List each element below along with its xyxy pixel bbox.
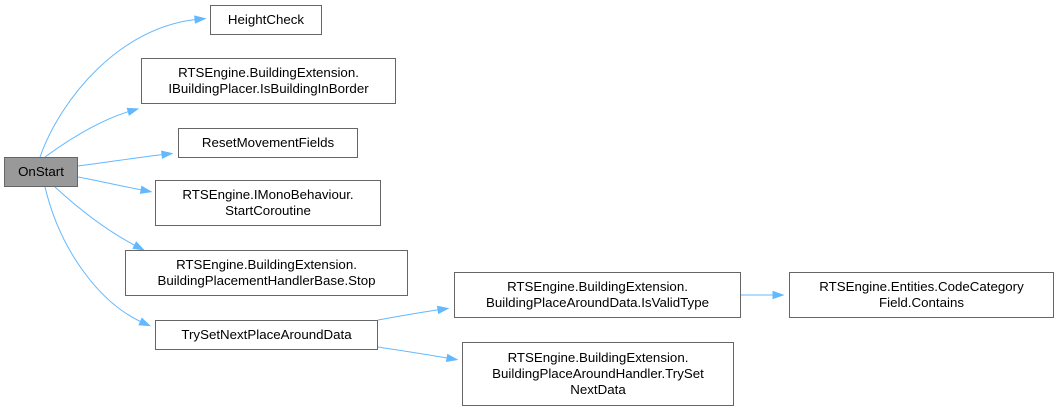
node-trysetnextplacearounddata[interactable]: TrySetNextPlaceAroundData	[155, 320, 378, 350]
arrowhead-onstart-to-trysetnextplacearounddata	[138, 317, 152, 327]
edge-trysetnextplacearounddata-to-isvalidtype	[377, 308, 445, 321]
node-trysetnextdata-line-1: RTSEngine.BuildingExtension.	[507, 350, 689, 365]
node-heightcheck-label: HeightCheck	[227, 12, 305, 27]
arrowhead-trysetnextplacearounddata-to-isvalidtype	[436, 305, 450, 315]
arrowhead-onstart-to-startcoroutine	[139, 185, 153, 194]
arrowhead-onstart-to-resetmovementfields	[161, 150, 174, 159]
arrowhead-trysetnextplacearounddata-to-trysetnextdata	[445, 353, 459, 363]
node-isbuildinginborder-line-1: RTSEngine.BuildingExtension.	[178, 65, 359, 80]
node-heightcheck[interactable]: HeightCheck	[210, 5, 322, 35]
arrowhead-isvalidtype-to-contains	[772, 290, 785, 300]
node-contains-line-1: RTSEngine.Entities.CodeCategory	[819, 279, 1024, 294]
node-isbuildinginborder[interactable]: RTSEngine.BuildingExtension. IBuildingPl…	[141, 58, 396, 104]
node-trysetnextdata[interactable]: RTSEngine.BuildingExtension. BuildingPla…	[462, 342, 734, 406]
arrowhead-onstart-to-isbuildinginborder	[126, 107, 140, 116]
node-onstart[interactable]: OnStart	[4, 157, 78, 187]
node-contains-line-2: Field.Contains	[879, 295, 964, 310]
edge-trysetnextplacearounddata-to-trysetnextdata	[377, 346, 454, 360]
node-stop-line-2: BuildingPlacementHandlerBase.Stop	[157, 273, 376, 288]
node-isvalidtype-line-1: RTSEngine.BuildingExtension.	[507, 279, 688, 294]
arrowhead-onstart-to-stop	[132, 241, 145, 251]
node-isvalidtype-line-2: BuildingPlaceAroundData.IsValidType	[486, 295, 709, 310]
edge-onstart-to-trysetnextplacearounddata	[44, 186, 147, 325]
edge-onstart-to-resetmovementfields	[77, 153, 169, 167]
node-stop[interactable]: RTSEngine.BuildingExtension. BuildingPla…	[125, 250, 408, 296]
node-startcoroutine[interactable]: RTSEngine.IMonoBehaviour. StartCoroutine	[155, 180, 381, 226]
edge-onstart-to-heightcheck	[39, 18, 202, 158]
edge-onstart-to-startcoroutine	[77, 176, 148, 192]
node-startcoroutine-line-2: StartCoroutine	[225, 203, 311, 218]
edge-onstart-to-isbuildinginborder	[44, 109, 135, 158]
node-contains[interactable]: RTSEngine.Entities.CodeCategory Field.Co…	[789, 272, 1054, 318]
node-resetmovementfields[interactable]: ResetMovementFields	[178, 128, 358, 158]
node-isvalidtype[interactable]: RTSEngine.BuildingExtension. BuildingPla…	[454, 272, 741, 318]
node-trysetnextplacearounddata-label: TrySetNextPlaceAroundData	[181, 327, 352, 342]
node-trysetnextdata-line-2: BuildingPlaceAroundHandler.TrySet	[492, 366, 704, 381]
edge-onstart-to-stop	[54, 186, 141, 249]
node-isbuildinginborder-line-2: IBuildingPlacer.IsBuildingInBorder	[168, 81, 369, 96]
node-onstart-label: OnStart	[18, 164, 64, 179]
node-resetmovementfields-label: ResetMovementFields	[201, 135, 335, 150]
node-startcoroutine-line-1: RTSEngine.IMonoBehaviour.	[182, 187, 354, 202]
node-stop-line-1: RTSEngine.BuildingExtension.	[176, 257, 357, 272]
arrowhead-onstart-to-heightcheck	[194, 15, 207, 24]
node-trysetnextdata-line-3: NextData	[570, 382, 626, 397]
